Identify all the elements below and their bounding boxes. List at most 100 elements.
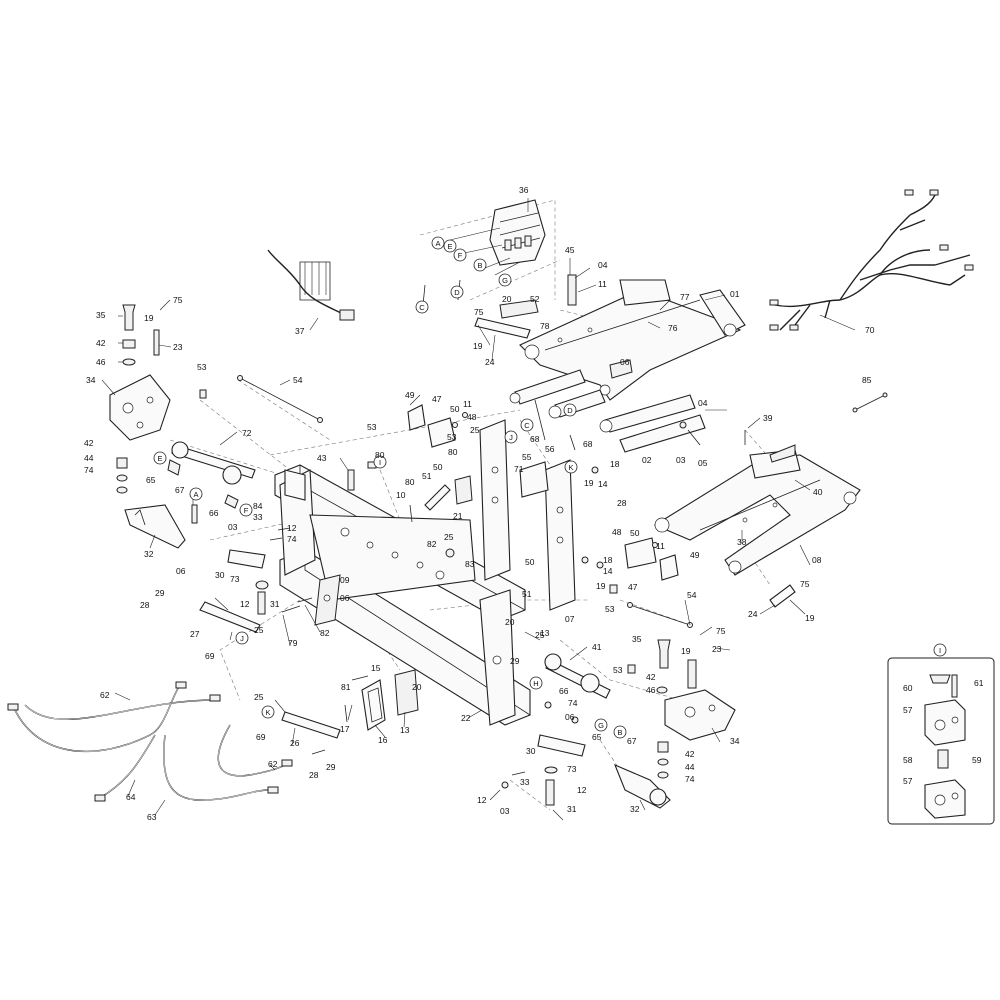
label-28-c: 28 <box>309 770 319 780</box>
wiring-harness-37 <box>267 249 355 321</box>
label-17: 17 <box>340 724 350 734</box>
label-25-e: 25 <box>254 692 264 702</box>
callout-k-2: K <box>261 705 275 719</box>
label-84: 84 <box>253 501 263 511</box>
label-53-e: 53 <box>613 665 623 675</box>
callout-b-1-text: B <box>477 261 482 270</box>
label-03-c: 03 <box>500 806 510 816</box>
label-20-c: 20 <box>412 682 422 692</box>
callout-a-2-text: A <box>193 490 198 499</box>
callout-a-1-text: A <box>435 239 440 248</box>
callout-k-1-text: K <box>568 463 573 472</box>
cylinders-02 <box>509 369 706 453</box>
label-46-b: 46 <box>646 685 656 695</box>
label-63: 63 <box>147 812 157 822</box>
label-69-b: 69 <box>256 732 266 742</box>
label-20-a: 20 <box>502 294 512 304</box>
label-19-d: 19 <box>596 581 606 591</box>
swing-arm-08 <box>653 449 861 576</box>
callout-a-1: A <box>431 236 445 250</box>
callout-k-2-text: K <box>265 708 270 717</box>
label-65-a: 65 <box>146 475 156 485</box>
label-53-d: 53 <box>605 604 615 614</box>
label-27: 27 <box>190 629 200 639</box>
callout-e-2-text: E <box>157 454 162 463</box>
label-69-a: 69 <box>205 651 215 661</box>
label-76: 76 <box>668 323 678 333</box>
label-07: 07 <box>565 614 575 624</box>
label-51-a: 51 <box>422 471 432 481</box>
label-60: 60 <box>903 683 913 693</box>
callout-j-2: J <box>235 631 249 645</box>
callout-i-1-text: I <box>379 458 381 467</box>
label-01: 01 <box>730 289 740 299</box>
label-13-a: 13 <box>540 628 550 638</box>
hydraulic-hoses <box>7 681 293 802</box>
label-74-b: 74 <box>287 534 297 544</box>
label-09: 09 <box>340 575 350 585</box>
label-74-a: 74 <box>84 465 94 475</box>
label-39: 39 <box>763 413 773 423</box>
label-19-a: 19 <box>144 313 154 323</box>
callout-letters: A B C D E F G D C J K I E A F J K H G B … <box>153 236 947 739</box>
callout-g-2-text: G <box>598 721 604 730</box>
label-66-b: 66 <box>559 686 569 696</box>
label-34-b: 34 <box>730 736 740 746</box>
label-75-a: 75 <box>173 295 183 305</box>
label-49-b: 49 <box>690 550 700 560</box>
label-78: 78 <box>540 321 550 331</box>
callout-d-1-text: D <box>454 288 460 297</box>
label-34-a: 34 <box>86 375 96 385</box>
label-55: 55 <box>522 452 532 462</box>
callout-i-inset: I <box>933 643 947 657</box>
label-24-a: 24 <box>485 357 495 367</box>
label-25-a: 25 <box>470 425 480 435</box>
label-14-b: 14 <box>603 566 613 576</box>
label-15: 15 <box>371 663 381 673</box>
label-18-a: 18 <box>610 459 620 469</box>
label-30-b: 30 <box>526 746 536 756</box>
label-42-d: 42 <box>685 749 695 759</box>
label-44-b: 44 <box>685 762 695 772</box>
label-79: 79 <box>288 638 298 648</box>
label-64: 64 <box>126 792 136 802</box>
label-80-b: 80 <box>375 450 385 460</box>
label-43: 43 <box>317 453 327 463</box>
label-24-b: 24 <box>748 609 758 619</box>
callout-d-1: D <box>450 285 464 299</box>
label-21: 21 <box>453 511 463 521</box>
label-50-a: 50 <box>450 404 460 414</box>
label-74-d: 74 <box>685 774 695 784</box>
label-48-a: 48 <box>467 412 477 422</box>
label-12-b: 12 <box>240 599 250 609</box>
callout-e-1-text: E <box>447 242 452 251</box>
label-33-a: 33 <box>253 512 263 522</box>
lower-components <box>281 584 736 809</box>
label-29-c: 29 <box>326 762 336 772</box>
label-18-b: 18 <box>603 555 613 565</box>
label-leaders <box>101 198 856 821</box>
callout-j-1-text: J <box>509 433 513 442</box>
label-05: 05 <box>698 458 708 468</box>
label-06-d: 06 <box>565 712 575 722</box>
callout-e-1: E <box>443 239 457 253</box>
label-41: 41 <box>592 642 602 652</box>
label-53-c: 53 <box>367 422 377 432</box>
label-32-b: 32 <box>630 804 640 814</box>
callout-c-2-text: C <box>524 421 530 430</box>
label-66-a: 66 <box>209 508 219 518</box>
label-25-c: 25 <box>444 532 454 542</box>
label-38: 38 <box>737 537 747 547</box>
label-16: 16 <box>378 735 388 745</box>
label-12-d: 12 <box>477 795 487 805</box>
label-70: 70 <box>865 325 875 335</box>
label-28-a: 28 <box>617 498 627 508</box>
label-53-a: 53 <box>197 362 207 372</box>
callout-f-2-text: F <box>244 506 249 515</box>
label-72: 72 <box>242 428 252 438</box>
callout-d-2-text: D <box>567 406 573 415</box>
label-06-c: 06 <box>340 593 350 603</box>
label-50-d: 50 <box>630 528 640 538</box>
label-31-a: 31 <box>270 599 280 609</box>
